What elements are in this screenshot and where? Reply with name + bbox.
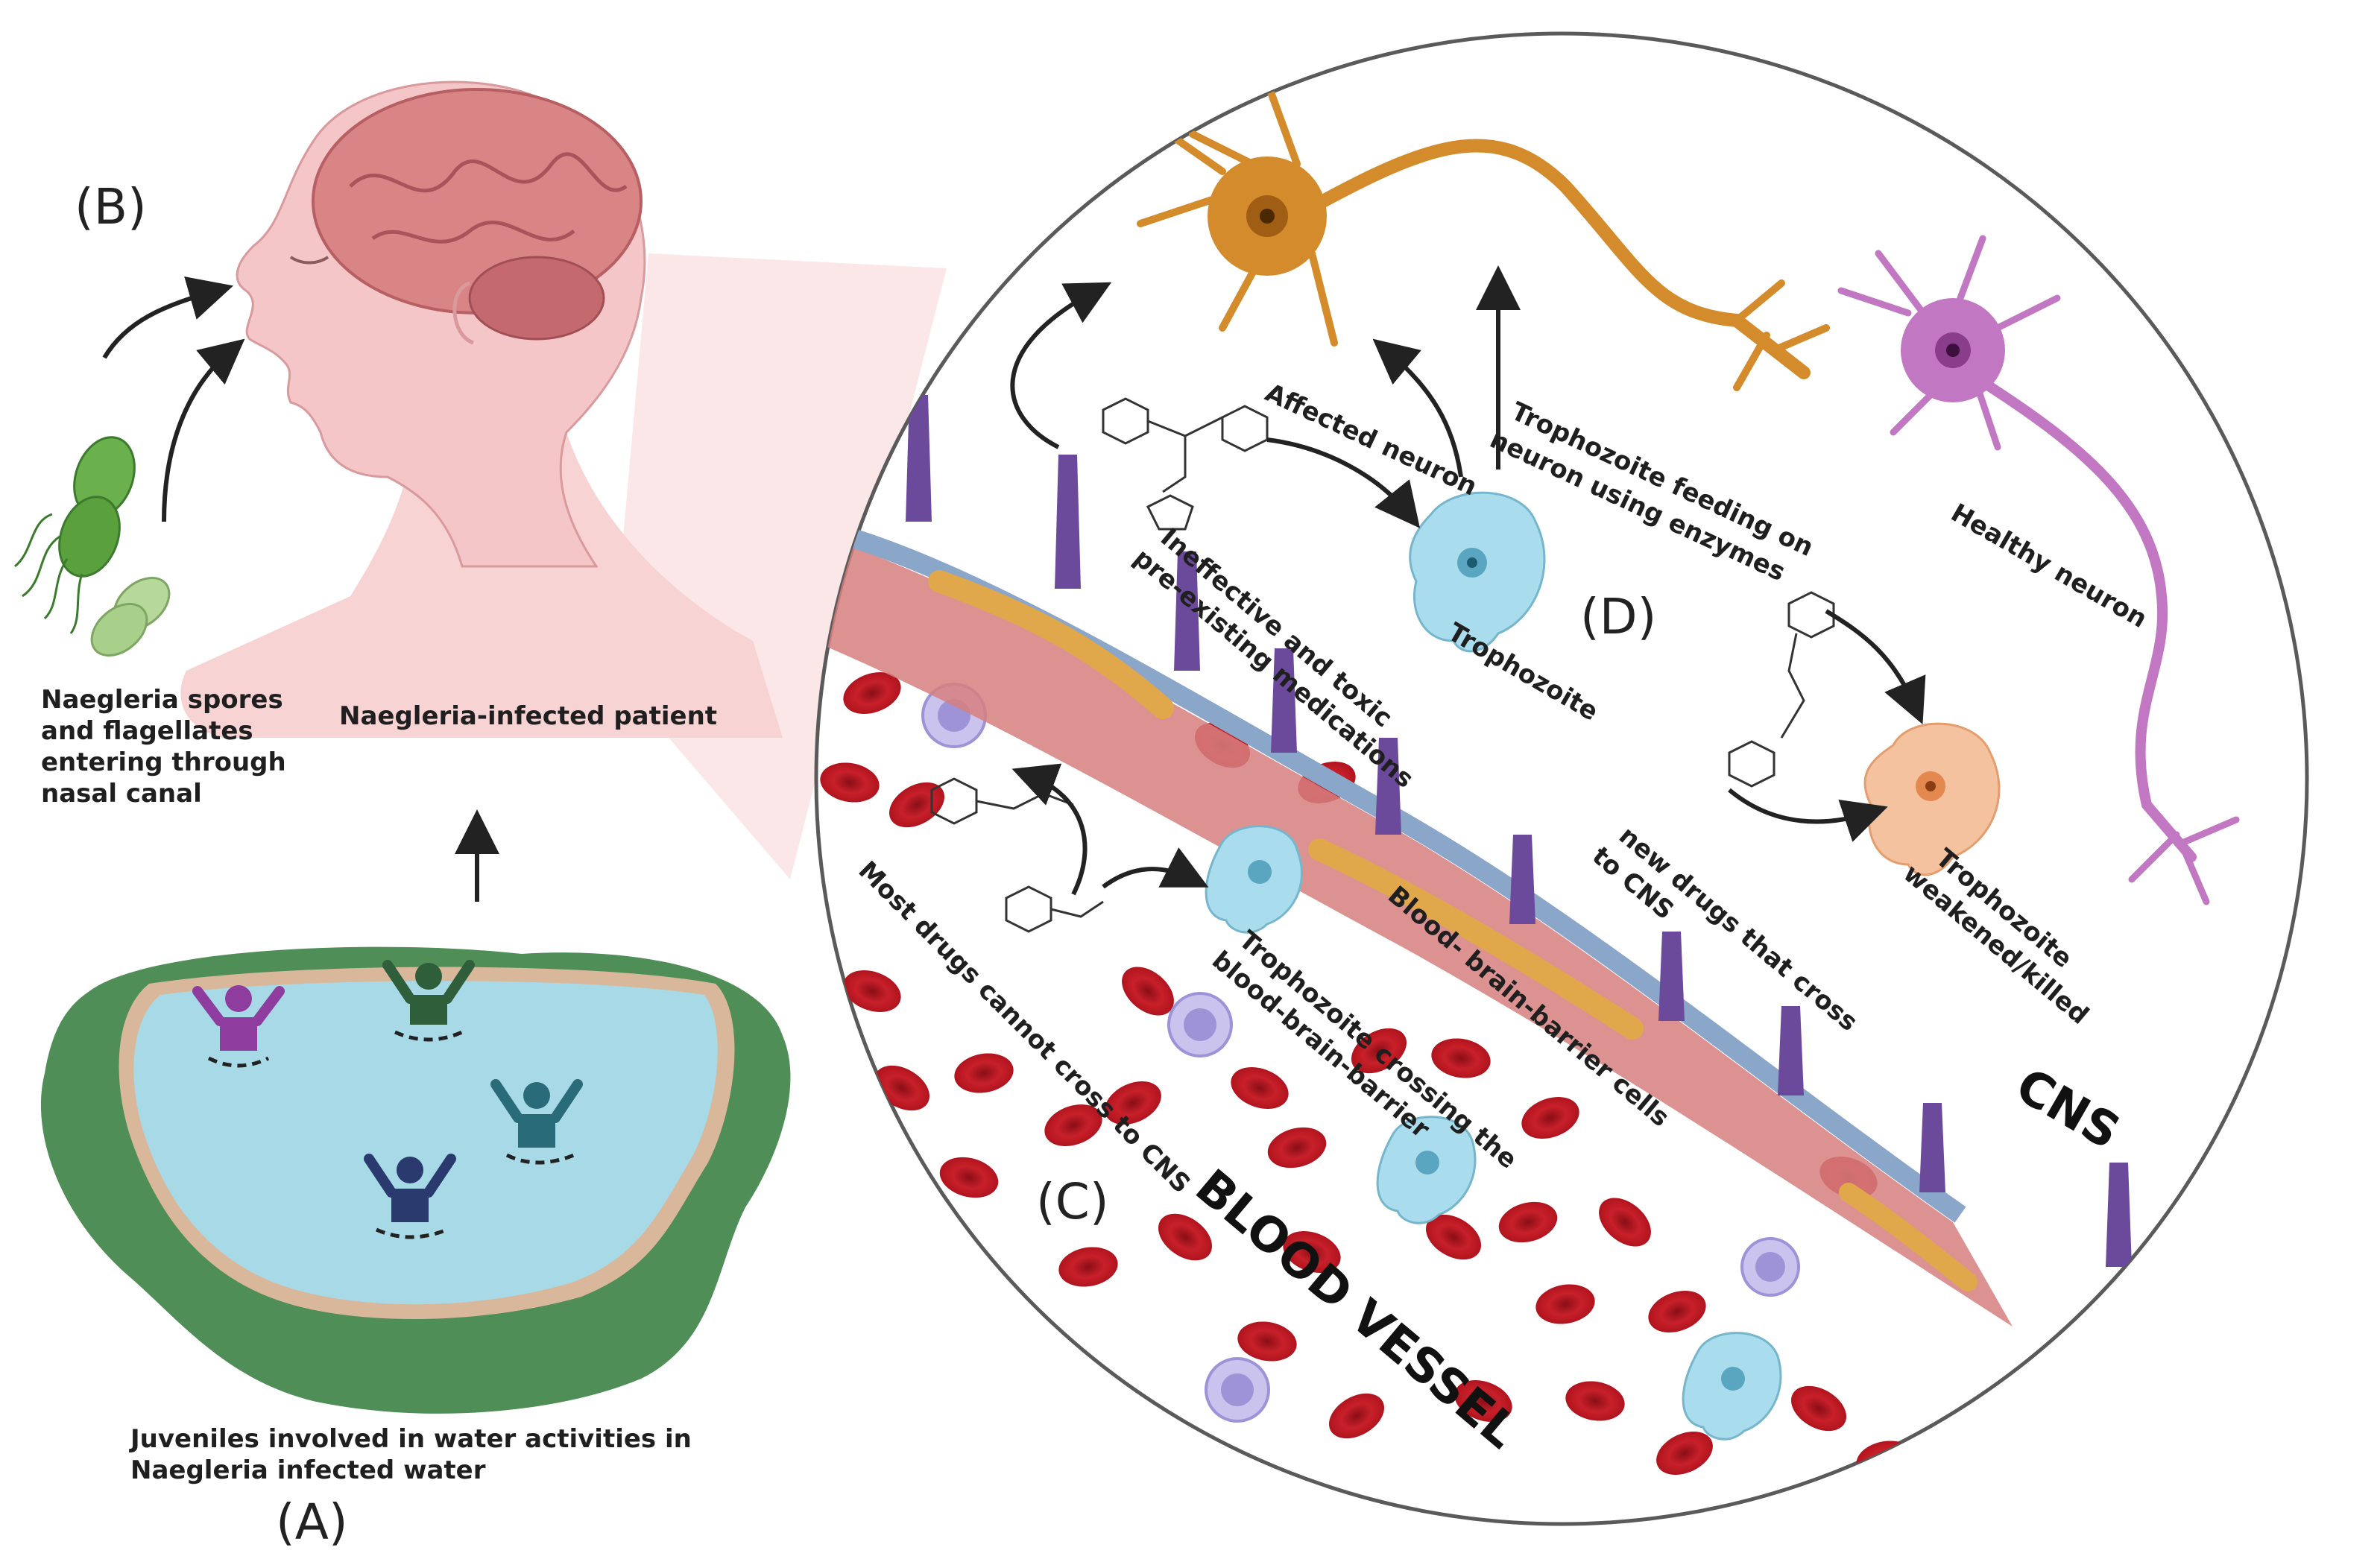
cerebellum (468, 256, 605, 341)
panel-label-c: (C) (1036, 1173, 1109, 1230)
red-blood-cell (1283, 1230, 1341, 1274)
panel-label-a: (A) (276, 1493, 348, 1551)
white-blood-cells (921, 683, 1800, 1423)
red-blood-cell (1498, 1201, 1558, 1243)
trophozoite-crossing-icon (1205, 825, 1303, 934)
red-blood-cell (1648, 1290, 1706, 1333)
trophozoite-blood-icon (1376, 1116, 1782, 1441)
red-blood-cell (939, 1157, 999, 1198)
red-blood-cell (843, 671, 901, 715)
red-blood-cell (1656, 1431, 1713, 1476)
patient-label: Naegleria-infected patient (339, 701, 717, 731)
red-blood-cell (1231, 1066, 1289, 1110)
red-blood-cell (1535, 1284, 1595, 1324)
affected-neuron (1137, 78, 1830, 391)
panel-label-d: (D) (1580, 588, 1656, 645)
healthy-neuron (1837, 235, 2240, 905)
flow-arrows (1010, 265, 1926, 896)
swimmer-icon (192, 985, 285, 1051)
swimmer-icon (490, 1079, 583, 1148)
red-blood-cell (1426, 1214, 1481, 1260)
trophozoite-icon (1409, 491, 1546, 653)
swimmer-icon (364, 1154, 456, 1222)
red-blood-cell (1044, 1104, 1102, 1147)
swimmer-icon (382, 960, 475, 1025)
drug-structure-icon (1102, 397, 1269, 531)
red-blood-cell (1105, 1081, 1161, 1125)
arrow-to-nose-1 (102, 276, 234, 359)
pond-water (133, 981, 718, 1305)
red-blood-cell (1267, 1127, 1327, 1169)
red-blood-cell (954, 1053, 1014, 1093)
spores-label: Naegleria spores and flagellates enterin… (41, 685, 295, 809)
closed-eye (289, 256, 329, 265)
patient-illustration (180, 80, 947, 879)
magnified-content (816, 78, 2240, 1481)
red-blood-cell (843, 970, 901, 1013)
infected-pond (40, 946, 791, 1414)
new-drug-structure-icon (1728, 591, 1835, 788)
red-blood-cell (1431, 1038, 1491, 1078)
red-blood-cell (1351, 1028, 1407, 1074)
red-blood-cell (1058, 1247, 1118, 1287)
red-blood-cell (1329, 1393, 1384, 1439)
brain-folds (349, 152, 628, 244)
naegleria-spores-icon (14, 436, 171, 657)
panel-label-b: (B) (75, 178, 147, 235)
blood-brain-barrier (816, 395, 2132, 1327)
red-blood-cell (1237, 1321, 1297, 1362)
juveniles-label: Juveniles involved in water activities i… (129, 1424, 701, 1485)
red-blood-cell (1122, 967, 1174, 1016)
water-ripples (207, 1030, 575, 1239)
ear (452, 281, 475, 345)
red-blood-cell (1454, 1379, 1512, 1423)
arrow-to-nose-2 (162, 338, 245, 522)
red-blood-cell (1565, 1381, 1625, 1421)
red-blood-cell (820, 762, 880, 803)
red-blood-cell (1599, 1198, 1651, 1247)
red-blood-cell (1158, 1213, 1213, 1261)
red-blood-cell (1521, 1096, 1579, 1139)
red-blood-cell (1791, 1385, 1846, 1432)
